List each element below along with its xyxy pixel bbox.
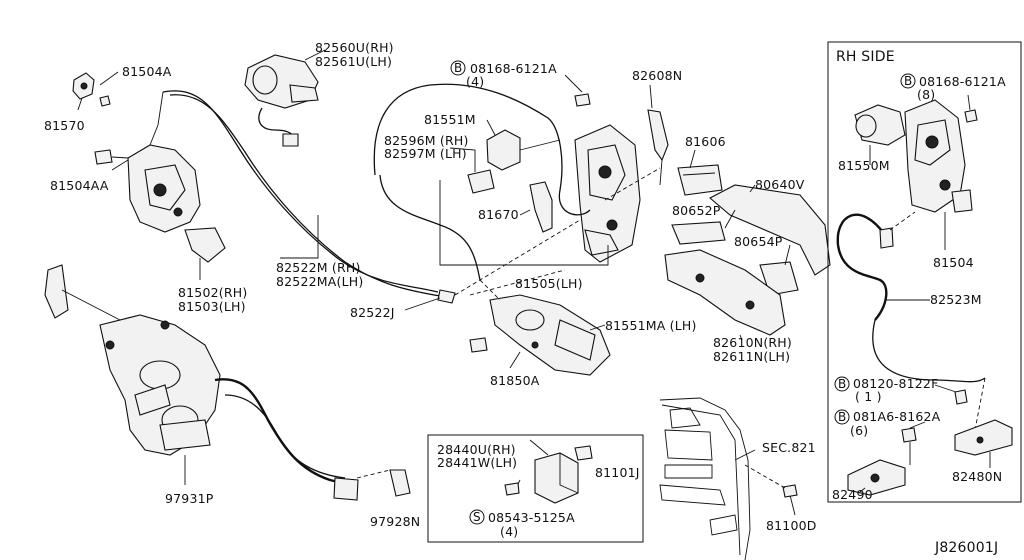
label-81100d: 81100D [766,518,817,533]
clip-81570-drawing [72,72,111,107]
parts-box-frame [427,434,644,543]
rh-side-title: RH SIDE [836,49,895,65]
lock-81505-drawing [574,124,641,263]
gasket-80652p-drawing [671,221,726,245]
rh-side-frame [827,41,1022,503]
label-82597m: 82597M (LH) [384,146,467,161]
label-82608n: 82608N [632,68,682,83]
svg-text:S: S [473,510,481,524]
actuator-81551m-drawing [486,129,561,171]
label-rh-bolt2-qty: ( 1 ) [855,389,882,404]
label-rh-bolt3: 081A6-8162A [853,409,941,424]
label-bolt-top: 08168-6121A [470,61,557,76]
label-81551ma: 81551MA (LH) [605,318,697,333]
label-28440u: 28440U(RH) [437,442,516,457]
label-82561u: 82561U(LH) [315,54,392,69]
leader-lines [77,49,796,516]
label-bolt-top-qty: (4) [466,74,484,89]
bracket-82596m-drawing [467,169,495,194]
module-28440u-drawing [504,445,593,504]
motor-82560u-drawing [244,54,319,147]
label-81502: 81502(RH) [178,285,247,300]
label-82523m: 82523M [930,292,982,307]
handle-80640v-drawing [709,184,831,276]
handle-81606-drawing [677,164,723,196]
label-81850a: 81850A [490,373,540,388]
rh-leader-lines [859,94,991,493]
door-panel-drawing [659,397,798,560]
drawing-code: J826001J [934,540,998,556]
actuator-81551ma-drawing [469,294,611,376]
cable-82522m-drawing [162,90,456,304]
badge-b-rh3: B [834,409,850,425]
badge-s: S [469,509,485,525]
label-81504aa: 81504AA [50,178,109,193]
label-80640v: 80640V [755,177,805,192]
label-81503: 81503(LH) [178,299,246,314]
label-80654p: 80654P [734,234,783,249]
label-rh-bolt: 08168-6121A [919,74,1006,89]
label-rh-bolt-qty: (8) [917,87,935,102]
label-82596m: 82596M (RH) [384,133,469,148]
lock-81502-drawing [127,91,226,263]
label-screw-s-qty: (4) [500,524,518,539]
label-rh-bolt3-qty: (6) [850,423,868,438]
label-97928n: 97928N [370,514,420,529]
rh-motor-81550m-drawing [854,104,906,146]
label-82611n: 82611N(LH) [713,349,790,364]
rod-82608n-drawing [647,109,669,186]
label-82522m: 82522M (RH) [276,260,361,275]
label-81504: 81504 [933,255,974,270]
svg-text:B: B [838,410,846,424]
badge-b-rh1: B [900,73,916,89]
label-28441w: 28441W(LH) [437,455,517,470]
rh-bracket-82490-drawing [847,459,906,496]
label-82480n: 82480N [952,469,1002,484]
label-81550m: 81550M [838,158,890,173]
label-81101j: 81101J [595,465,640,480]
handle-81670-drawing [529,181,553,233]
label-81670: 81670 [478,207,519,222]
label-82560u: 82560U(RH) [315,40,394,55]
label-81505: 81505(LH) [515,276,583,291]
rh-lock-81504-drawing [904,99,978,213]
screw-81504aa-drawing [94,149,129,165]
bracket-82610n-drawing [664,249,786,336]
label-80652p: 80652P [672,203,721,218]
badge-b-rh2: B [834,376,850,392]
label-97931p: 97931P [165,491,214,506]
label-82610n: 82610N(RH) [713,335,792,350]
label-81551m: 81551M [424,112,476,127]
label-rh-bolt2: 08120-8122F [853,376,938,391]
badge-b-top: B [450,60,466,76]
svg-text:B: B [838,377,846,391]
label-81570: 81570 [44,118,85,133]
label-81606: 81606 [685,134,726,149]
label-82522j: 82522J [350,305,395,320]
label-82490: 82490 [832,487,873,502]
rh-bolts-drawing [901,389,968,465]
label-sec821: SEC.821 [762,440,816,455]
label-82522ma: 82522MA(LH) [276,274,363,289]
label-81504a: 81504A [122,64,172,79]
bolt-top-drawing [574,93,591,107]
svg-text:B: B [904,74,912,88]
actuator-97931p-drawing [44,264,411,501]
svg-text:B: B [454,61,462,75]
label-screw-s: 08543-5125A [488,510,575,525]
rh-bracket-82480n-drawing [954,419,1013,456]
rh-cable-82523m-drawing [836,211,986,431]
